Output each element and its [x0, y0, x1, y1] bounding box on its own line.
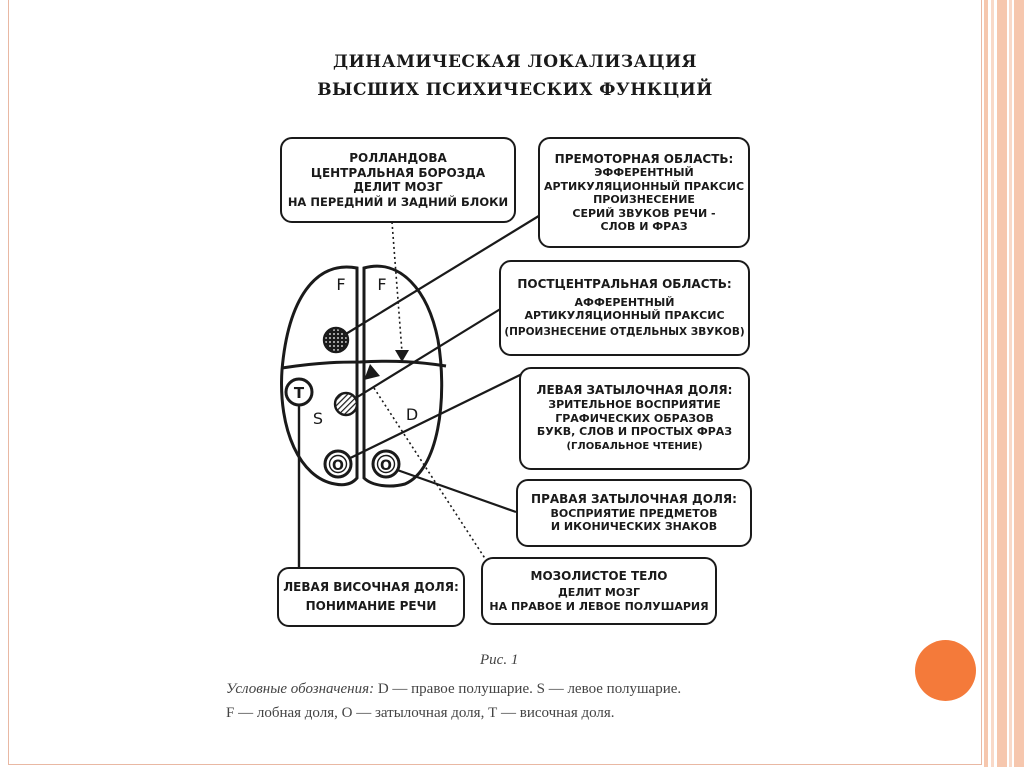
orange-circle-decoration: [915, 640, 976, 701]
corpus-callosum-line3: НА ПРАВОЕ И ЛЕВОЕ ПОЛУШАРИЯ: [489, 599, 709, 613]
premotor-connector: [335, 213, 543, 341]
corpus-callosum-line2: ДЕЛИТ МОЗГ: [557, 586, 641, 600]
label-f-right: F: [377, 275, 386, 294]
right-occipital-lobe-box: ПРАВАЯ ЗАТЫЛОЧНАЯ ДОЛЯ: ВОСПРИЯТИЕ ПРЕДМ…: [516, 479, 752, 547]
premotor-line6: СЛОВ И ФРАЗ: [600, 219, 688, 233]
stripe: [984, 0, 988, 767]
slide-frame: [8, 0, 982, 765]
left-occipital-line1: ЛЕВАЯ ЗАТЫЛОЧНАЯ ДОЛЯ:: [536, 383, 733, 398]
stripe: [1014, 0, 1024, 767]
legend-line2: F — лобная доля, О — затылочная доля, Т …: [226, 705, 615, 721]
label-t: T: [294, 384, 305, 402]
label-f-left: F: [336, 275, 345, 294]
rolandic-line2: ЦЕНТРАЛЬНАЯ БОРОЗДА: [310, 165, 486, 180]
postcentral-line2: АФФЕРЕНТНЫЙ: [574, 295, 675, 309]
label-s: S: [313, 409, 323, 428]
left-occipital-lobe-box: ЛЕВАЯ ЗАТЫЛОЧНАЯ ДОЛЯ: ЗРИТЕЛЬНОЕ ВОСПРИ…: [519, 367, 750, 470]
postcentral-arrowhead: [364, 364, 380, 380]
central-sulcus-line: [281, 359, 447, 370]
rolandic-arrowhead: [395, 350, 409, 362]
figure-caption: Рис. 1: [480, 652, 519, 668]
stripe: [997, 0, 1007, 767]
label-o-left: O: [332, 458, 344, 474]
premotor-area-marker: [322, 326, 350, 354]
left-hemisphere: [280, 265, 359, 487]
left-occipital-line5: (ГЛОБАЛЬНОЕ ЧТЕНИЕ): [566, 441, 703, 453]
legend-line1-text: D — правое полушарие. S — левое полушари…: [374, 681, 682, 697]
label-o-right: O: [380, 458, 392, 474]
stripe: [1009, 0, 1012, 767]
postcentral-line1: ПОСТЦЕНТРАЛЬНАЯ ОБЛАСТЬ:: [517, 276, 732, 291]
right-occipital-line2: ВОСПРИЯТИЕ ПРЕДМЕТОВ: [550, 506, 718, 520]
left-temporal-line2: ПОНИМАНИЕ РЕЧИ: [305, 599, 437, 613]
left-occipital-line3: ГРАФИЧЕСКИХ ОБРАЗОВ: [555, 411, 714, 425]
right-occipital-line3: И ИКОНИЧЕСКИХ ЗНАКОВ: [550, 520, 718, 534]
premotor-area-box: ПРЕМОТОРНАЯ ОБЛАСТЬ: ЭФФЕРЕНТНЫЙ АРТИКУЛ…: [538, 137, 750, 248]
premotor-line3: АРТИКУЛЯЦИОННЫЙ ПРАКСИС: [543, 179, 745, 193]
corpus-callosum-box: МОЗОЛИСТОЕ ТЕЛО ДЕЛИТ МОЗГ НА ПРАВОЕ И Л…: [481, 557, 717, 625]
rolandic-sulcus-box: РОЛЛАНДОВА ЦЕНТРАЛЬНАЯ БОРОЗДА ДЕЛИТ МОЗ…: [280, 137, 516, 223]
premotor-line2: ЭФФЕРЕНТНЫЙ: [594, 166, 694, 180]
postcentral-area-box: ПОСТЦЕНТРАЛЬНАЯ ОБЛАСТЬ: АФФЕРЕНТНЫЙ АРТ…: [499, 260, 750, 356]
rolandic-line3: ДЕЛИТ МОЗГ: [353, 180, 443, 195]
premotor-line5: СЕРИЙ ЗВУКОВ РЕЧИ -: [572, 206, 716, 220]
right-occipital-connector: [385, 464, 517, 514]
postcentral-area-marker: [333, 391, 359, 417]
left-occipital-connector: [337, 373, 523, 465]
postcentral-line4: (ПРОИЗНЕСЕНИЕ ОТДЕЛЬНЫХ ЗВУКОВ): [504, 326, 745, 339]
right-occipital-line1: ПРАВАЯ ЗАТЫЛОЧНАЯ ДОЛЯ:: [531, 492, 737, 507]
left-occipital-line2: ЗРИТЕЛЬНОЕ ВОСПРИЯТИЕ: [548, 398, 721, 412]
label-d: D: [406, 405, 418, 424]
diagram-title-line2: ВЫСШИХ ПСИХИЧЕСКИХ ФУНКЦИЙ: [317, 80, 713, 100]
premotor-line1: ПРЕМОТОРНАЯ ОБЛАСТЬ:: [554, 151, 734, 166]
rolandic-line4: НА ПЕРЕДНИЙ И ЗАДНИЙ БЛОКИ: [287, 194, 509, 209]
left-occipital-line4: БУКВ, СЛОВ И ПРОСТЫХ ФРАЗ: [536, 424, 733, 438]
rolandic-line1: РОЛЛАНДОВА: [349, 151, 447, 166]
postcentral-connector: [345, 307, 503, 405]
legend-line1: Условные обозначения: D — правое полушар…: [226, 681, 806, 698]
left-temporal-lobe-box: ЛЕВАЯ ВИСОЧНАЯ ДОЛЯ: ПОНИМАНИЕ РЕЧИ: [277, 567, 465, 627]
diagram-title-line1: ДИНАМИЧЕСКАЯ ЛОКАЛИЗАЦИЯ: [332, 52, 698, 72]
left-temporal-line1: ЛЕВАЯ ВИСОЧНАЯ ДОЛЯ:: [283, 580, 459, 595]
left-occipital-marker-inner: [328, 454, 348, 474]
corpus-callosum-line1: МОЗОЛИСТОЕ ТЕЛО: [530, 568, 668, 583]
postcentral-line3: АРТИКУЛЯЦИОННЫЙ ПРАКСИС: [524, 308, 725, 322]
stripe: [991, 0, 994, 767]
temporal-marker-circle: [284, 377, 314, 407]
premotor-line4: ПРОИЗНЕСЕНИЕ: [593, 193, 695, 207]
legend-prefix: Условные обозначения:: [226, 681, 375, 697]
right-occipital-marker-inner: [376, 454, 396, 474]
rolandic-dotted-pointer: [391, 221, 403, 353]
right-hemisphere: [362, 264, 444, 488]
